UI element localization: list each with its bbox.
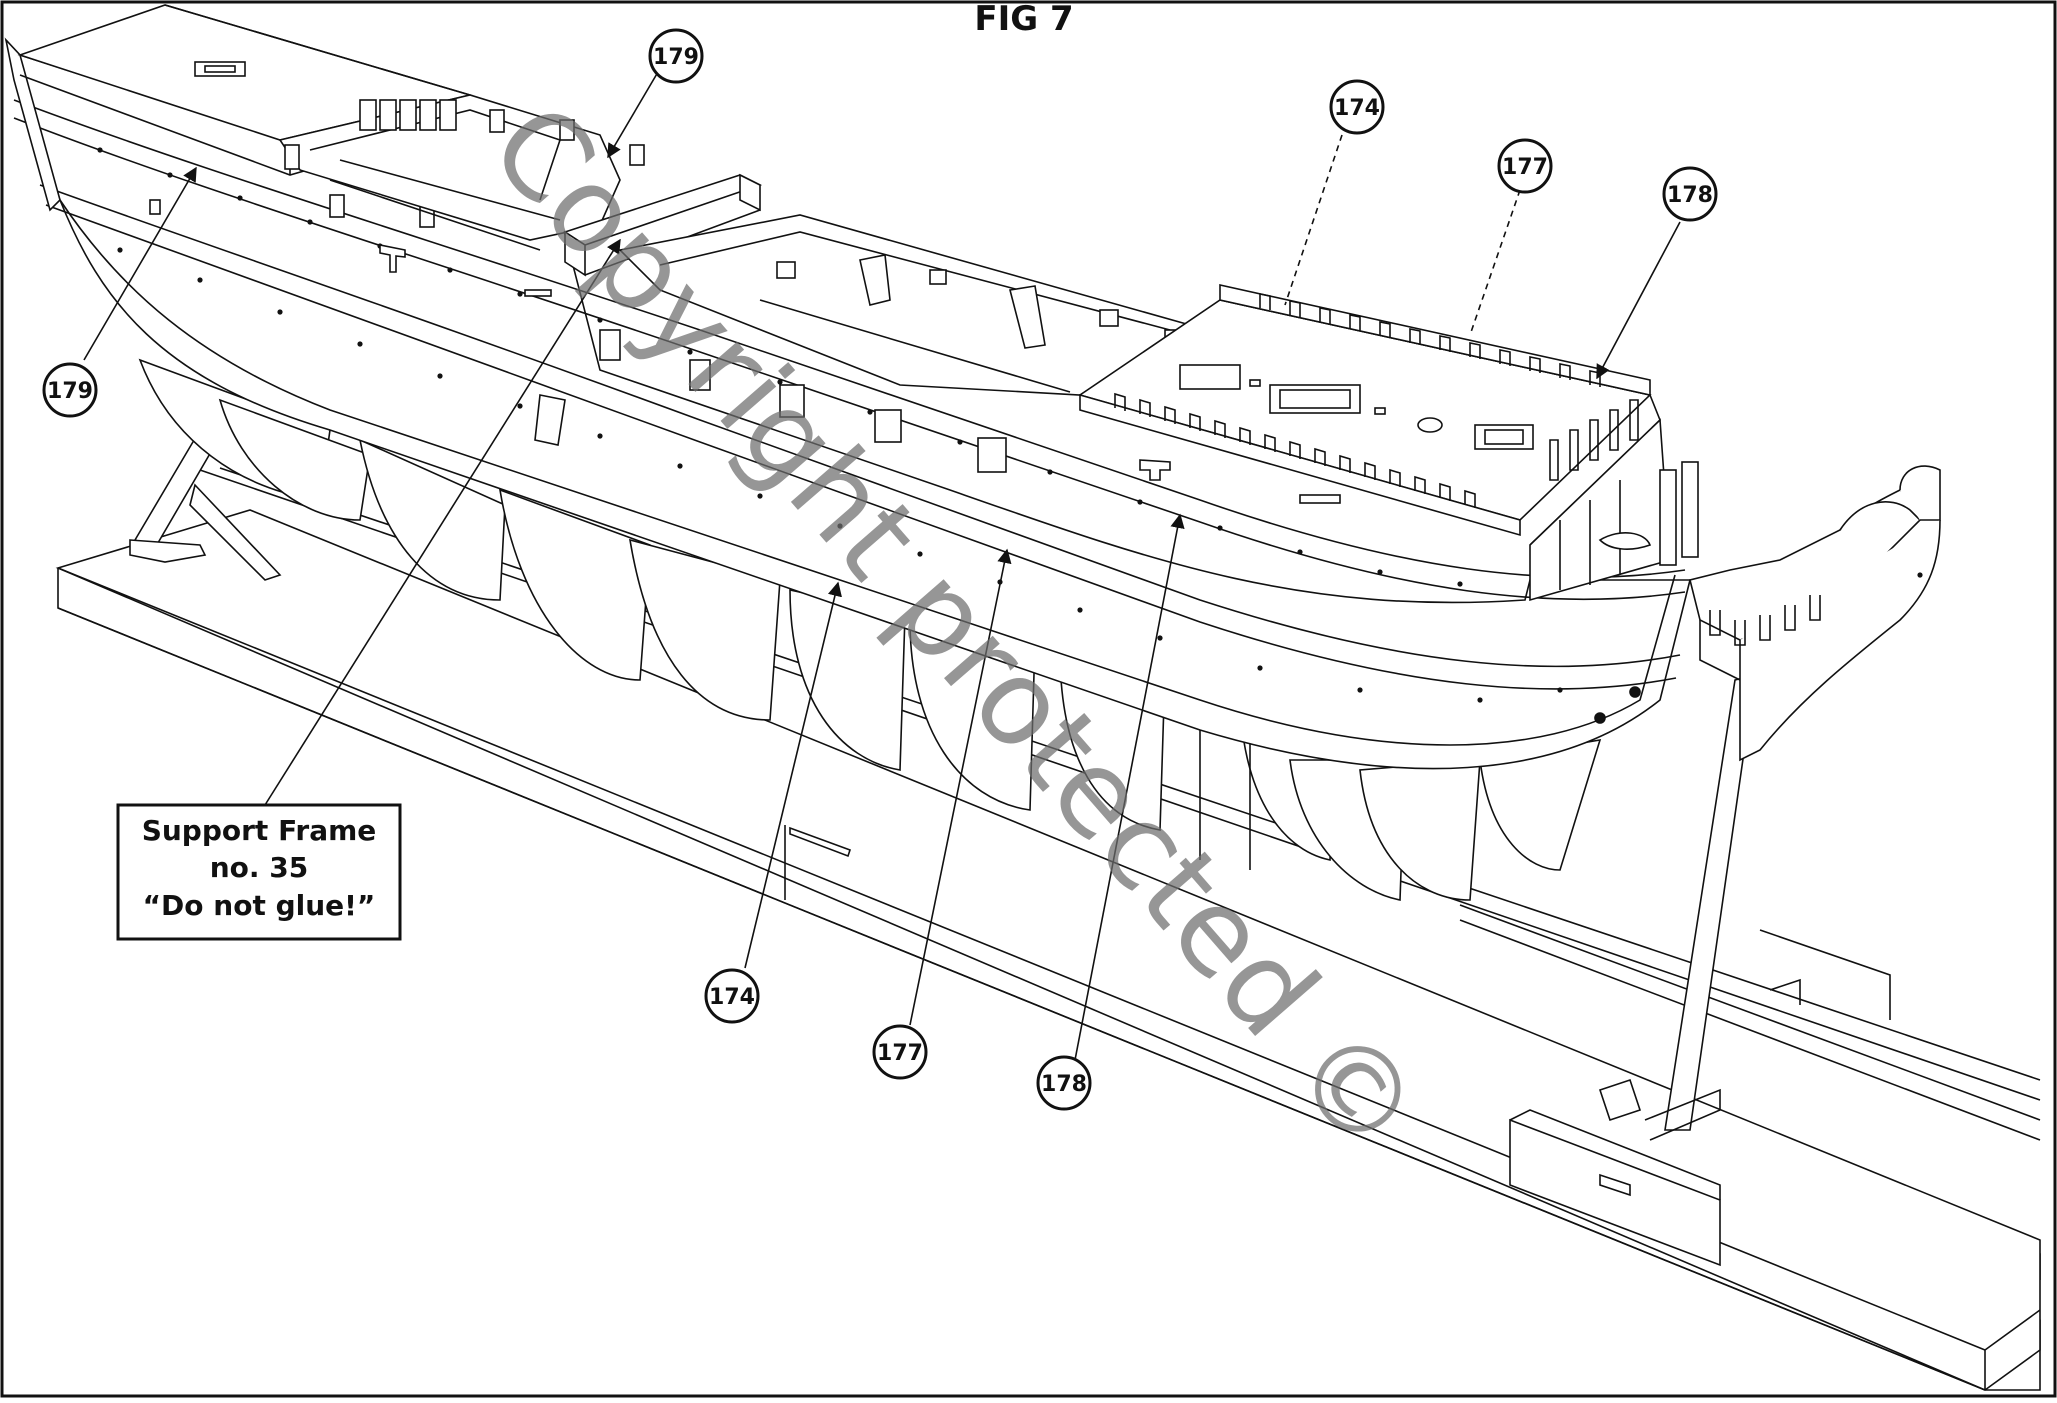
callout-178-top-label: 178 <box>1667 183 1713 208</box>
left-stand <box>129 428 282 581</box>
callout-179-top-label: 179 <box>653 45 699 70</box>
callout-174-bottom: 174 <box>704 968 760 1024</box>
callout-179-left: 179 <box>42 362 98 418</box>
quarterdeck-rail <box>1079 284 1651 537</box>
support-note-line2: no. 35 <box>210 851 309 884</box>
sternpost <box>1689 465 1941 762</box>
callout-178-top: 178 <box>1662 166 1718 222</box>
support-frame-note: Support Frame no. 35 “Do not glue!” <box>116 803 402 941</box>
forecastle <box>17 4 482 176</box>
callout-174-top-label: 174 <box>1334 96 1380 121</box>
callout-174-bottom-label: 174 <box>709 985 755 1010</box>
figure-title: FIG 7 <box>974 0 1073 39</box>
callout-179-top: 179 <box>648 28 704 84</box>
callout-174-top: 174 <box>1329 79 1385 135</box>
waist-opening-fore <box>278 94 645 251</box>
support-note-line3: “Do not glue!” <box>143 889 376 922</box>
callout-leaders <box>83 71 1681 1061</box>
callout-177-bottom: 177 <box>872 1024 928 1080</box>
callout-177-bottom-label: 177 <box>877 1041 923 1066</box>
callout-178-bottom: 178 <box>1036 1055 1092 1111</box>
callout-177-top-label: 177 <box>1502 155 1548 180</box>
callout-177-top: 177 <box>1497 138 1553 194</box>
stern <box>1529 399 1699 602</box>
gunports <box>149 194 1341 504</box>
right-stand <box>1509 673 1756 1267</box>
waist-opening-aft <box>618 214 1192 396</box>
callout-179-left-label: 179 <box>47 379 93 404</box>
support-note-line1: Support Frame <box>142 814 377 847</box>
callout-178-bottom-label: 178 <box>1041 1072 1087 1097</box>
